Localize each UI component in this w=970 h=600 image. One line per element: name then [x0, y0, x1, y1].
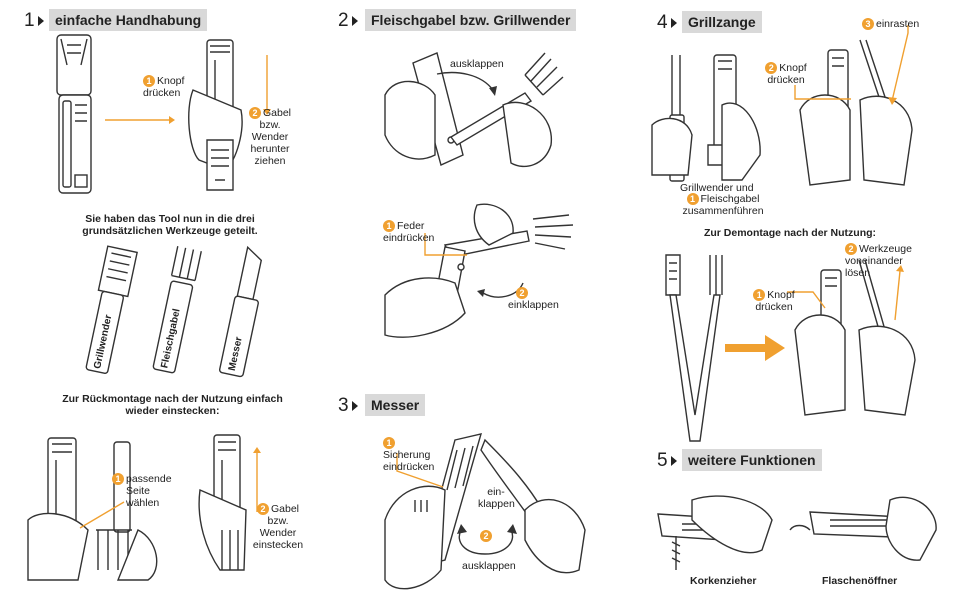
three-tools-illustration: Grillwender Fleischgabel Messer: [85, 245, 263, 378]
orange-pointer-line: [794, 85, 851, 100]
knife-illustration: [384, 433, 586, 590]
section-4-arrow-icon: [671, 18, 677, 28]
orange-pointer-line: [424, 233, 467, 256]
section-3-arrow-icon: [352, 401, 358, 411]
step-2-badge: 2: [765, 62, 778, 75]
demontage-text: Zur Demontage nach der Nutzung:: [703, 227, 877, 239]
curved-arrow-icon: [436, 71, 497, 96]
flaschenoeffner-label: Flaschenöffner: [822, 575, 898, 587]
orange-pointer-line: [396, 453, 444, 488]
zusammen-label-a: Grillwender und: [680, 182, 754, 194]
section-5-number: 5: [657, 450, 668, 471]
reinsert-illustration: [27, 437, 158, 581]
section-3-number: 3: [338, 395, 349, 416]
section-2-arrow-icon: [352, 16, 358, 26]
section-1-title: einfache Handhabung: [49, 9, 208, 31]
section-2-title: Fleischgabel bzw. Grillwender: [365, 9, 577, 31]
ausklappen-knife-label: ausklappen: [462, 560, 516, 572]
fork-fold-illustration: [384, 203, 574, 338]
folded-tool-illustration: [56, 34, 92, 194]
step-1-badge: 1: [143, 75, 155, 88]
orange-pointer-line: [787, 291, 826, 309]
step-1-badge: 1: [383, 437, 395, 450]
section-2-number: 2: [338, 10, 349, 31]
step-2-badge: 2: [256, 503, 269, 516]
korkenzieher-label: Korkenzieher: [690, 575, 757, 587]
step-2-badge: 2: [248, 107, 261, 120]
tongs-detach-illustration: [794, 259, 916, 416]
step-3-badge: 3: [862, 18, 874, 31]
step-2-badge: 2: [516, 287, 528, 300]
big-right-arrow-icon: [725, 335, 785, 361]
orange-pointer-line: [888, 25, 909, 105]
section-1-arrow-icon: [38, 16, 44, 26]
corkscrew-illustration: [657, 495, 773, 570]
double-curved-arrow-icon: [457, 524, 517, 555]
rueckmontage-text: Zur Rückmontage nach der Nutzung einfach…: [62, 393, 283, 417]
curved-arrow-icon: [477, 282, 524, 298]
insert-hand-illustration: [198, 434, 247, 571]
sicherung-label: 1Sicherung eindrücken: [383, 437, 435, 474]
up-arrow-icon: [253, 447, 261, 512]
up-arrow-icon: [894, 265, 904, 321]
section-3-title: Messer: [365, 394, 426, 416]
fork-unfold-illustration: [384, 52, 564, 168]
step-2-badge: 2: [480, 530, 492, 542]
section-5-arrow-icon: [671, 456, 677, 466]
ausklappen-label: ausklappen: [450, 58, 504, 70]
down-arrow-icon: [263, 55, 271, 115]
tongs-join-illustration: [651, 54, 761, 182]
right-arrow-icon: [105, 116, 175, 124]
tongs-click-illustration: [799, 39, 913, 186]
bottle-opener-illustration: [789, 496, 937, 561]
step-1-badge: 1: [753, 289, 766, 302]
orange-pointer-line: [79, 501, 125, 529]
hand-pulling-illustration: [188, 39, 243, 191]
section-4-number: 4: [657, 12, 668, 33]
step-2-badge: 2: [845, 243, 857, 256]
section-4-title: Grillzange: [682, 11, 762, 33]
tongs-assembled-illustration: [665, 254, 723, 442]
step-1-badge: 1: [686, 193, 699, 206]
einklappen-knife-label: ein- klappen: [478, 486, 515, 510]
section-5-title: weitere Funktionen: [682, 449, 822, 471]
step-1-badge: 1: [383, 220, 395, 233]
section-1-number: 1: [24, 10, 35, 31]
step-1-badge: 1: [112, 473, 124, 486]
split-text: Sie haben das Tool nun in die drei grund…: [82, 213, 258, 237]
